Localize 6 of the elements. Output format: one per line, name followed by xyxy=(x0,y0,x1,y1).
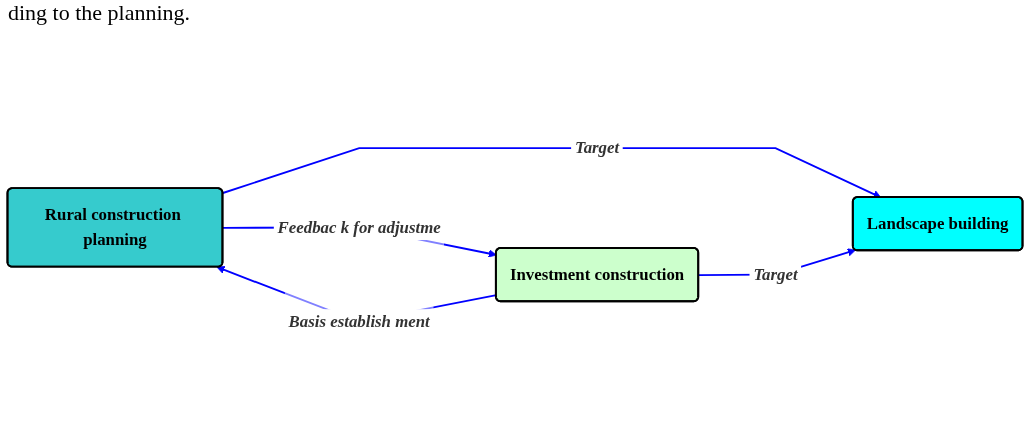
body-text: ding to the planning. xyxy=(8,0,191,25)
edge-label: Feedbac k for adjustme xyxy=(277,217,441,237)
arrow xyxy=(222,147,882,199)
edge-label: Target xyxy=(574,138,620,158)
edge-label: Target xyxy=(753,264,798,284)
edge-label: Basis establish ment xyxy=(288,312,430,331)
